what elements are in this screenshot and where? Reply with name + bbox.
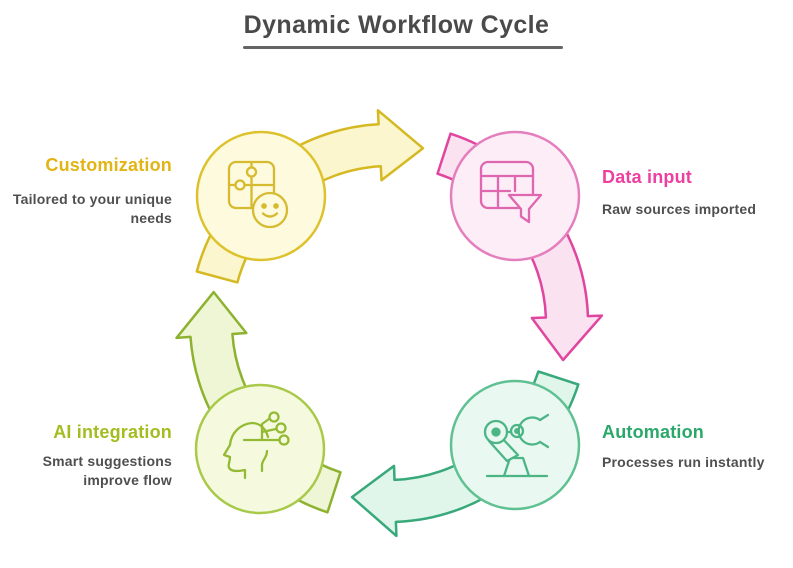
ai-integration-text-block: AI integration Smart suggestions improve… [2,421,172,490]
automation-description: Processes run instantly [602,454,765,470]
puzzle-smiley-icon [227,160,289,229]
robot-arm-icon [483,413,550,478]
page-title: Dynamic Workflow Cycle [243,11,550,39]
data-input-text-block: Data input Raw sources imported [602,166,792,219]
table-filter-icon [479,160,543,224]
automation-node [449,379,581,511]
data-input-label: Data input [602,167,692,187]
customization-text-block: Customization Tailored to your unique ne… [2,154,172,228]
data-input-description: Raw sources imported [602,201,757,217]
automation-text-block: Automation Processes run instantly [602,421,793,472]
ai-integration-label: AI integration [53,422,172,442]
ai-integration-node [194,383,326,515]
title-underline [243,46,563,49]
head-circuit-icon [222,411,290,480]
automation-label: Automation [602,422,704,442]
customization-label: Customization [45,155,172,175]
customization-description: Tailored to your unique needs [12,191,172,226]
ai-integration-description: Smart suggestions improve flow [42,453,172,488]
